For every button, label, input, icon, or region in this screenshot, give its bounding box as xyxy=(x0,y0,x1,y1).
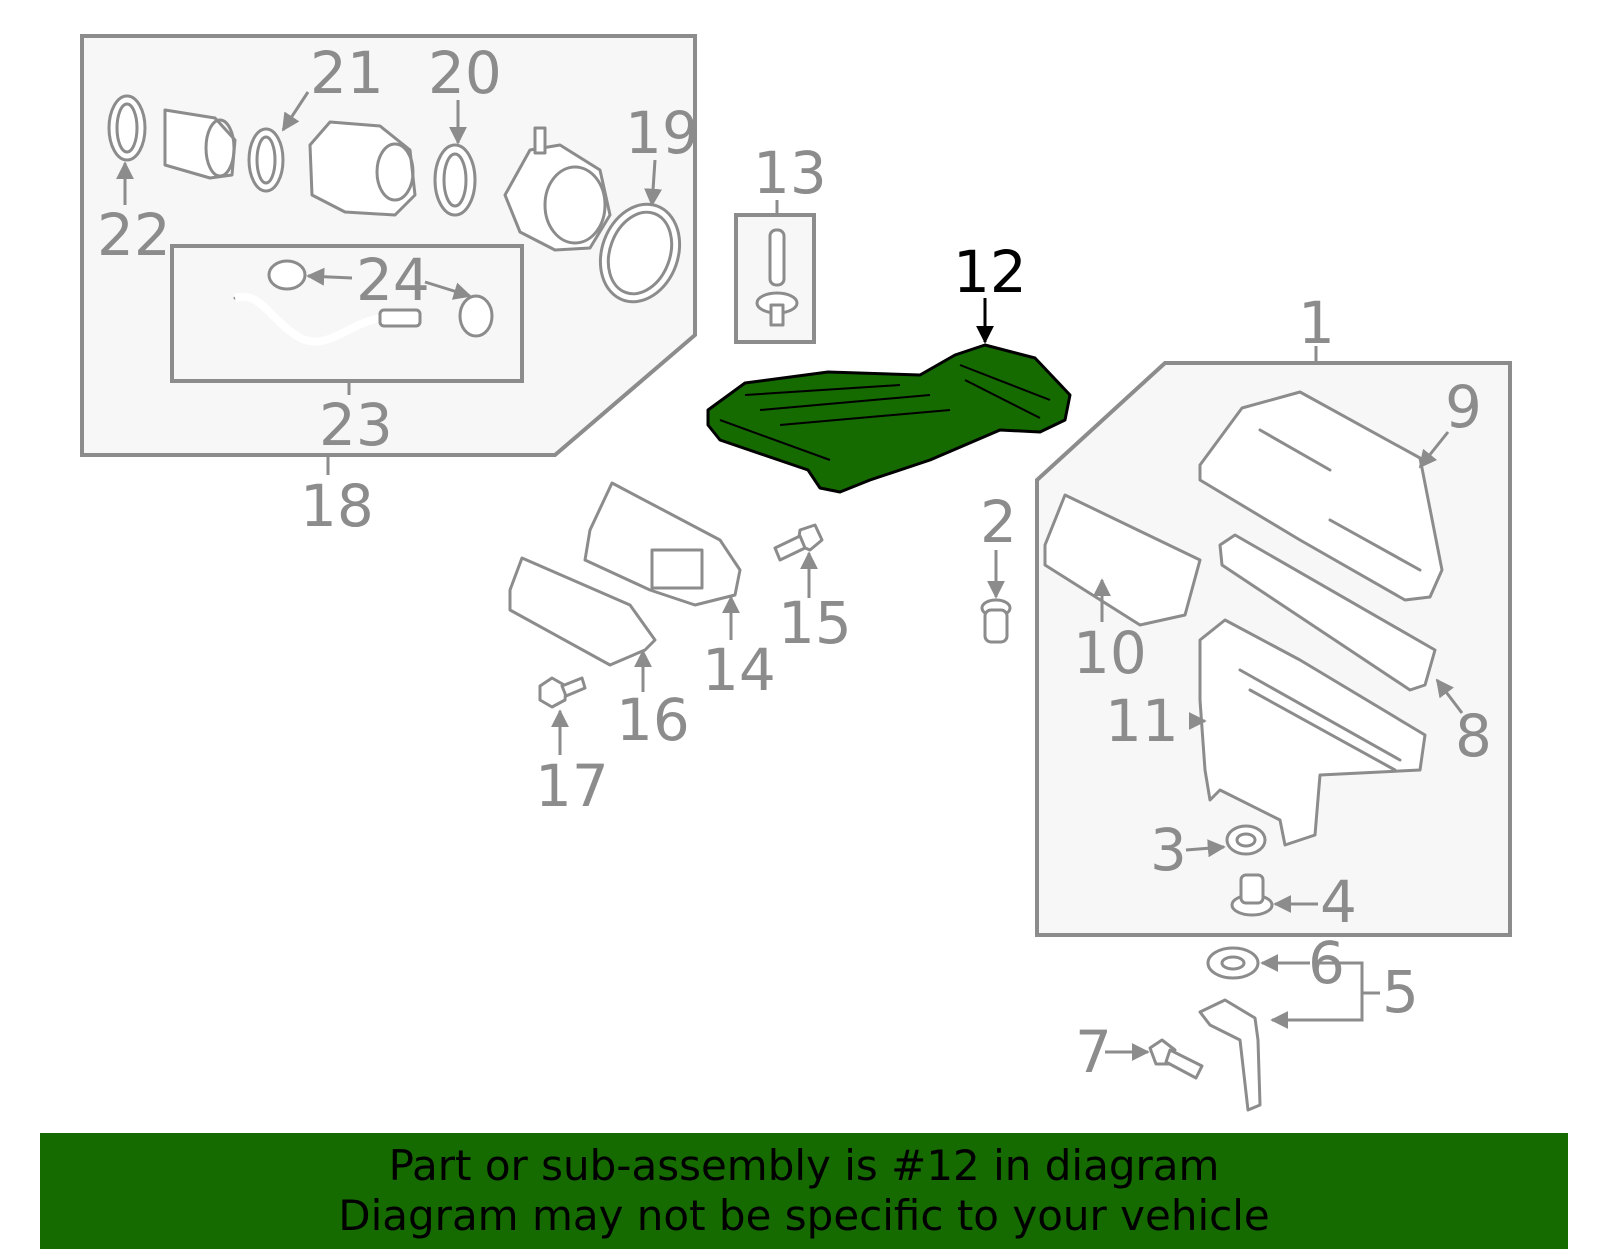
callout-6: 6 xyxy=(1308,929,1345,997)
part-3-grommet[interactable] xyxy=(1225,824,1267,856)
part-5-mount-bracket[interactable] xyxy=(1198,998,1262,1112)
part-8-air-filter[interactable] xyxy=(1218,533,1437,692)
part-9-filter-cover[interactable] xyxy=(1198,390,1444,602)
callout-22: 22 xyxy=(97,201,171,269)
callout-8: 8 xyxy=(1455,702,1492,770)
callout-5: 5 xyxy=(1382,958,1419,1026)
callout-13: 13 xyxy=(753,139,827,207)
callout-1: 1 xyxy=(1298,289,1335,357)
callout-3: 3 xyxy=(1150,816,1187,884)
banner-line-disclaimer: Diagram may not be specific to your vehi… xyxy=(338,1191,1270,1240)
part-24-clamp-a[interactable] xyxy=(267,259,307,291)
callout-17: 17 xyxy=(535,752,609,820)
assembly-box-13 xyxy=(734,213,816,344)
banner-line-part: Part or sub-assembly is #12 in diagram xyxy=(388,1141,1220,1190)
callout-7: 7 xyxy=(1075,1018,1112,1086)
leader-lines xyxy=(116,91,1464,1061)
part-17-bolt[interactable] xyxy=(538,676,587,709)
part-coupler[interactable] xyxy=(163,108,237,180)
callout-23: 23 xyxy=(319,391,393,459)
callout-19: 19 xyxy=(625,99,699,167)
part-14-bracket[interactable] xyxy=(583,481,742,607)
part-4-pin[interactable] xyxy=(1230,873,1274,917)
part-20-clamp[interactable] xyxy=(433,143,477,217)
part-7-bolt[interactable] xyxy=(1148,1038,1204,1080)
part-11-lower-housing[interactable] xyxy=(1198,618,1427,847)
part-24-clamp-b[interactable] xyxy=(458,294,494,338)
callout-18: 18 xyxy=(300,472,374,540)
callout-labels: 22 21 20 19 24 23 18 13 12 1 9 2 10 11 8… xyxy=(97,39,1492,1086)
callout-9: 9 xyxy=(1445,373,1482,441)
part-10-bracket[interactable] xyxy=(1043,493,1202,627)
part-2-push-clip[interactable] xyxy=(980,598,1012,644)
callout-21: 21 xyxy=(310,39,384,107)
part-22-clamp[interactable] xyxy=(107,94,147,162)
callout-16: 16 xyxy=(616,686,690,754)
callout-4: 4 xyxy=(1320,868,1357,936)
callout-2: 2 xyxy=(980,488,1017,556)
part-16-bracket[interactable] xyxy=(508,556,657,667)
callout-14: 14 xyxy=(702,636,776,704)
part-12-air-intake-duct[interactable] xyxy=(706,343,1072,494)
callout-10: 10 xyxy=(1073,619,1147,687)
part-throttle-adapter[interactable] xyxy=(503,126,612,252)
part-6-insulator[interactable] xyxy=(1206,946,1260,980)
callout-12: 12 xyxy=(953,238,1027,306)
callout-11: 11 xyxy=(1105,687,1179,755)
callout-24: 24 xyxy=(356,246,430,314)
part-15-bolt[interactable] xyxy=(773,523,824,562)
callout-20: 20 xyxy=(428,39,502,107)
callout-15: 15 xyxy=(778,589,852,657)
part-intake-housing[interactable] xyxy=(308,120,417,217)
part-21-clamp[interactable] xyxy=(247,127,285,193)
info-banner: Part or sub-assembly is #12 in diagram D… xyxy=(40,1133,1568,1249)
part-24-hose[interactable] xyxy=(233,292,422,346)
